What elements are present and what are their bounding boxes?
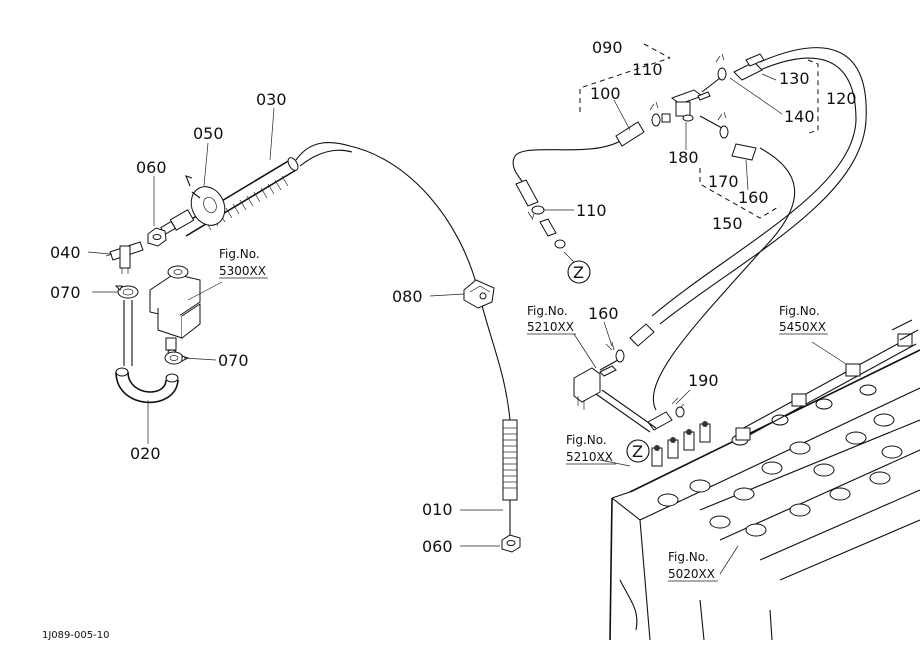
hose-clamp-070-upper[interactable]: [114, 285, 139, 299]
fig-ref-5210-lower-code: 5210XX: [566, 450, 613, 464]
label-part-140: 140: [784, 107, 815, 126]
label-part-180: 180: [668, 148, 699, 167]
marker-z-lower-text: Z: [632, 442, 643, 461]
actuator-housing: [149, 265, 201, 355]
return-hose-left: [512, 139, 623, 185]
cylinder-head: [609, 319, 920, 641]
fig-ref-5450-title: Fig.No.: [779, 304, 820, 318]
marker-z-upper-text: Z: [573, 263, 584, 282]
fig-ref-5210-upper-title: Fig.No.: [527, 304, 568, 318]
cable-clamp-080[interactable]: [463, 279, 495, 309]
fig-ref-5210-upper-code: 5210XX: [527, 320, 574, 334]
overflow-hose-long: [659, 47, 867, 325]
label-part-160-lower: 160: [588, 304, 619, 323]
label-part-010: 010: [422, 500, 453, 519]
cable-sleeve-030[interactable]: [179, 156, 300, 237]
hose-clip-140[interactable]: [715, 53, 727, 81]
label-part-100: 100: [590, 84, 621, 103]
label-part-110-upper: 110: [632, 60, 663, 79]
label-part-080: 080: [392, 287, 423, 306]
nut-060-lower[interactable]: [501, 534, 521, 553]
bracket-050[interactable]: [185, 175, 231, 231]
hose-130[interactable]: [733, 53, 765, 81]
label-part-020: 020: [130, 444, 161, 463]
label-part-130: 130: [779, 69, 810, 88]
hose-clip-160-lower[interactable]: [605, 323, 655, 363]
hose-160-upper[interactable]: [731, 143, 757, 161]
label-part-070-lower: 070: [218, 351, 249, 370]
fig-ref-5300-code: 5300XX: [219, 264, 266, 278]
throttle-cable: [295, 141, 511, 421]
hose-100[interactable]: [615, 121, 645, 147]
hose-clip-180-left[interactable]: [649, 101, 671, 127]
t-joint-180[interactable]: [670, 89, 711, 122]
injector-fitting-5210: [573, 365, 617, 410]
label-part-190: 190: [688, 371, 719, 390]
label-part-150: 150: [712, 214, 743, 233]
label-part-170: 170: [708, 172, 739, 191]
label-part-050: 050: [193, 124, 224, 143]
label-part-060-lower: 060: [422, 537, 453, 556]
cable-fitting: [160, 209, 195, 236]
label-part-160-upper: 160: [738, 188, 769, 207]
label-part-070-upper: 070: [50, 283, 81, 302]
hose-clip-190[interactable]: [647, 397, 685, 431]
hose-clamp-070-lower[interactable]: [164, 351, 190, 365]
return-hose-right: [652, 147, 796, 411]
view-marker-z-lower: Z: [626, 439, 650, 463]
fig-ref-5300-title: Fig.No.: [219, 247, 260, 261]
drawing-code: 1J089-005-10: [42, 630, 109, 641]
fig-ref-5020-code: 5020XX: [668, 567, 715, 581]
nut-060-upper[interactable]: [147, 227, 167, 247]
group-bracket-090: [579, 43, 671, 112]
view-marker-z-upper: Z: [567, 260, 591, 284]
hose-clip-170[interactable]: [717, 111, 729, 139]
label-part-120: 120: [826, 89, 857, 108]
leader-lines: [87, 73, 847, 575]
label-part-110-lower: 110: [576, 201, 607, 220]
cable-end-010[interactable]: [502, 419, 518, 535]
fig-ref-5210-lower-title: Fig.No.: [566, 433, 607, 447]
hose-020[interactable]: [115, 300, 179, 444]
label-part-030: 030: [256, 90, 287, 109]
fig-ref-5020-title: Fig.No.: [668, 550, 709, 564]
label-part-060-upper: 060: [136, 158, 167, 177]
fig-ref-5450-code: 5450XX: [779, 320, 826, 334]
label-part-040: 040: [50, 243, 81, 262]
label-part-090: 090: [592, 38, 623, 57]
group-bracket-120: [805, 59, 819, 135]
t-joint-040[interactable]: [105, 241, 144, 274]
hose-110[interactable]: [515, 179, 566, 249]
